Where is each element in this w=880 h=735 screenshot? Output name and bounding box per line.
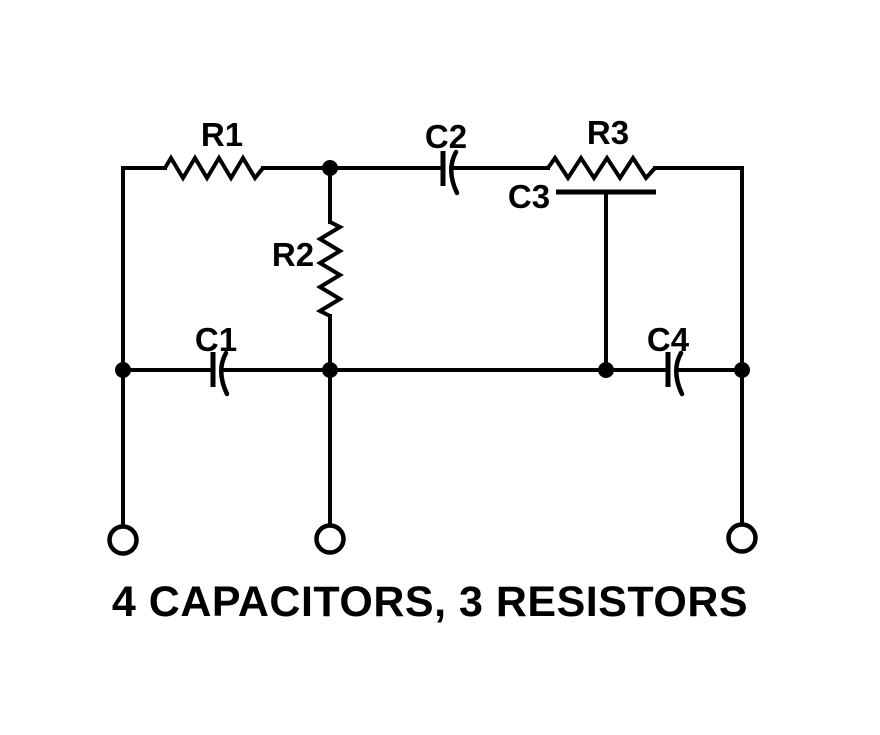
resistor-r1: R1 (163, 116, 265, 182)
terminal-left (107, 524, 139, 556)
label-c2: C2 (425, 118, 467, 155)
label-c3: C3 (508, 178, 550, 215)
capacitor-curved-plate (449, 149, 460, 196)
resistor-zigzag (163, 154, 265, 182)
junction-dot (734, 362, 750, 378)
capacitor-curved-plate (674, 350, 685, 397)
capacitor-c3: C3 (508, 178, 656, 372)
capacitor-curved-plate (219, 350, 230, 397)
junction-dots (115, 160, 750, 378)
resistor-r3: R3 (546, 114, 657, 182)
junction-dot (598, 362, 614, 378)
junction-dot (322, 160, 338, 176)
terminals (107, 522, 758, 556)
terminal-right (726, 522, 758, 554)
resistor-zigzag (315, 220, 345, 318)
label-r2: R2 (272, 236, 314, 273)
label-c1: C1 (195, 321, 237, 358)
label-c4: C4 (647, 321, 690, 358)
resistor-zigzag (546, 154, 657, 182)
label-r1: R1 (201, 116, 243, 153)
resistor-r2: R2 (272, 220, 345, 318)
terminal-middle (314, 523, 346, 555)
junction-dot (115, 362, 131, 378)
junction-dot (322, 362, 338, 378)
diagram-caption: 4 CAPACITORS, 3 RESISTORS (112, 578, 748, 626)
capacitor-c4: C4 (647, 321, 690, 397)
wires (121, 166, 744, 528)
label-r3: R3 (587, 114, 629, 151)
capacitor-c2: C2 (425, 118, 467, 196)
capacitor-c1: C1 (195, 321, 237, 397)
